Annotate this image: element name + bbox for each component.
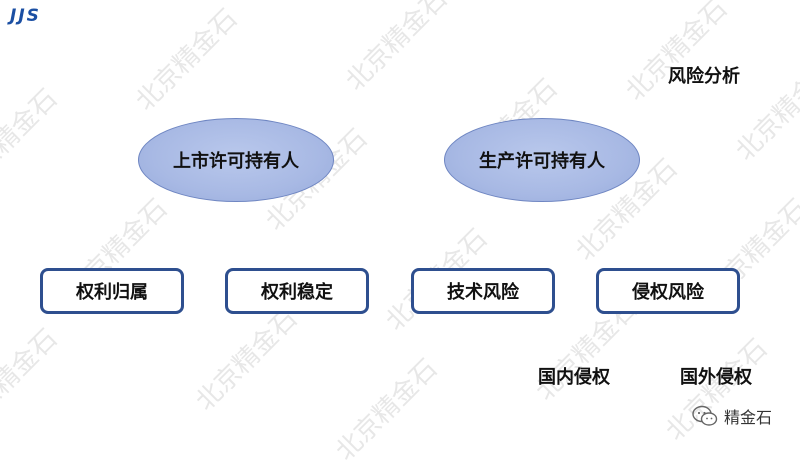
sub-item-foreign: 国外侵权	[680, 367, 752, 388]
risk-label: 权利稳定	[261, 282, 333, 303]
watermark: 北京精金石	[130, 3, 244, 117]
brand-name: 精金石	[723, 408, 772, 427]
risk-label: 技术风险	[447, 282, 519, 303]
sub-item-domestic: 国内侵权	[538, 367, 610, 388]
page-title: 风险分析	[668, 66, 740, 87]
watermark: 北京精金石	[620, 0, 734, 107]
watermark: 北京精金石	[190, 303, 304, 417]
risk-label: 侵权风险	[632, 282, 704, 303]
risk-box-technical: 技术风险	[411, 268, 555, 314]
watermark: 北京精金石	[0, 323, 64, 437]
brand-signature: 精金石	[692, 404, 772, 428]
risk-box-stability: 权利稳定	[225, 268, 369, 314]
risk-box-ownership: 权利归属	[40, 268, 184, 314]
holder-label: 生产许可持有人	[479, 151, 605, 172]
watermark: 北京精金石	[340, 0, 454, 97]
risk-box-infringement: 侵权风险	[596, 268, 740, 314]
holder-ellipse-marketing: 上市许可持有人	[138, 118, 334, 202]
wechat-icon	[692, 405, 718, 427]
risk-label: 权利归属	[76, 282, 148, 303]
holder-ellipse-production: 生产许可持有人	[444, 118, 640, 202]
holder-label: 上市许可持有人	[173, 151, 299, 172]
company-logo: JJS	[10, 6, 41, 26]
watermark: 北京精金石	[0, 83, 64, 197]
